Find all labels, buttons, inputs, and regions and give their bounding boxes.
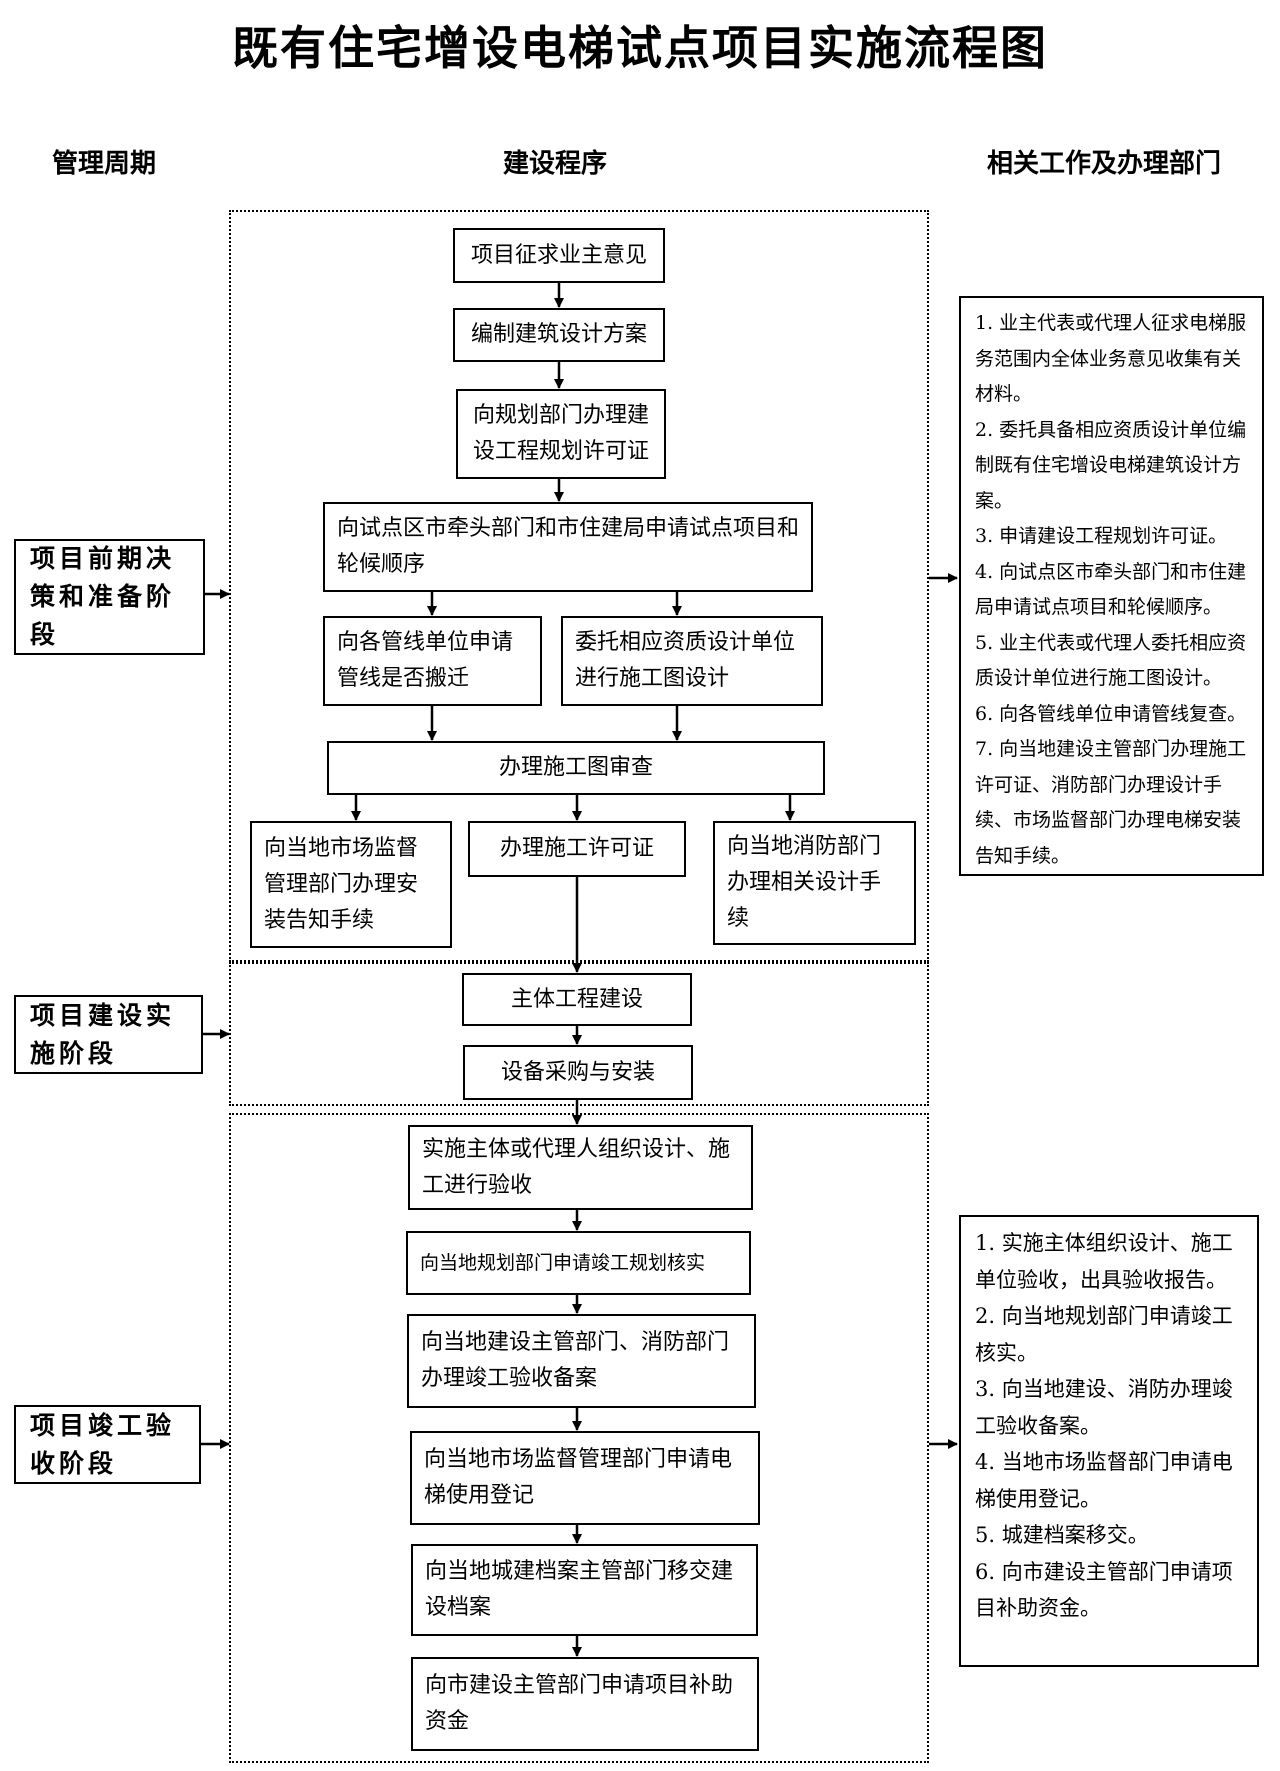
header-cycle: 管理周期 xyxy=(52,149,157,179)
step-main-construction: 主体工程建设 xyxy=(462,973,692,1026)
header-related: 相关工作及办理部门 xyxy=(987,149,1222,179)
step-elevator-registration: 向当地市场监督管理部门申请电梯使用登记 xyxy=(410,1431,760,1525)
note-item: 4. 当地市场监督部门申请电梯使用登记。 xyxy=(975,1450,1233,1511)
note-item: 6. 向各管线单位申请管线复查。 xyxy=(975,702,1247,725)
step-pipeline-relocation: 向各管线单位申请管线是否搬迁 xyxy=(323,616,542,706)
step-architectural-design: 编制建筑设计方案 xyxy=(453,308,665,362)
note-item: 1. 实施主体组织设计、施工单位验收，出具验收报告。 xyxy=(975,1231,1233,1292)
step-fire-design: 向当地消防部门办理相关设计手续 xyxy=(713,821,916,945)
note-item: 2. 向当地规划部门申请竣工核实。 xyxy=(975,1304,1233,1365)
note-item: 5. 业主代表或代理人委托相应资质设计单位进行施工图设计。 xyxy=(975,631,1247,690)
note-item: 6. 向市建设主管部门申请项目补助资金。 xyxy=(975,1559,1233,1621)
note-item: 3. 申请建设工程规划许可证。 xyxy=(975,525,1228,547)
step-equipment-install: 设备采购与安装 xyxy=(463,1045,693,1100)
stage-build: 项目建设实施阶段 xyxy=(14,995,203,1074)
stage-prep: 项目前期决策和准备阶段 xyxy=(14,539,205,655)
step-planning-verification: 向当地规划部门申请竣工规划核实 xyxy=(406,1231,751,1295)
page-title: 既有住宅增设电梯试点项目实施流程图 xyxy=(232,21,1048,75)
step-install-notification: 向当地市场监督管理部门办理安装告知手续 xyxy=(250,821,452,948)
step-solicit-owner-opinion: 项目征求业主意见 xyxy=(453,228,665,283)
note-item: 2. 委托具备相应资质设计单位编制既有住宅增设电梯建筑设计方案。 xyxy=(975,418,1247,512)
note-item: 1. 业主代表或代理人征求电梯服务范围内全体业务意见收集有关材料。 xyxy=(975,312,1247,405)
step-completion-filing: 向当地建设主管部门、消防部门办理竣工验收备案 xyxy=(407,1314,756,1408)
stage-accept: 项目竣工验收阶段 xyxy=(14,1405,201,1484)
notes-prep: 1. 业主代表或代理人征求电梯服务范围内全体业务意见收集有关材料。 2. 委托具… xyxy=(959,296,1264,876)
step-drawing-review: 办理施工图审查 xyxy=(327,741,825,795)
note-item: 4. 向试点区市牵头部门和市住建局申请试点项目和轮候顺序。 xyxy=(975,560,1247,619)
step-apply-pilot: 向试点区市牵头部门和市住建局申请试点项目和轮候顺序 xyxy=(323,502,813,592)
note-item: 5. 城建档案移交。 xyxy=(975,1523,1149,1547)
note-item: 7. 向当地建设主管部门办理施工许可证、消防部门办理设计手续、市场监督部门办理电… xyxy=(975,738,1247,867)
step-organize-acceptance: 实施主体或代理人组织设计、施工进行验收 xyxy=(408,1125,753,1210)
note-item: 3. 向当地建设、消防办理竣工验收备案。 xyxy=(975,1377,1233,1438)
phase-frame-prep xyxy=(229,210,929,962)
header-procedure: 建设程序 xyxy=(503,149,608,179)
step-archive-transfer: 向当地城建档案主管部门移交建设档案 xyxy=(411,1544,758,1636)
phase-frame-accept xyxy=(229,1113,929,1763)
step-construction-permit: 办理施工许可证 xyxy=(468,821,686,877)
step-subsidy-application: 向市建设主管部门申请项目补助资金 xyxy=(411,1657,759,1751)
notes-accept: 1. 实施主体组织设计、施工单位验收，出具验收报告。 2. 向当地规划部门申请竣… xyxy=(959,1215,1259,1667)
step-construction-drawing-design: 委托相应资质设计单位进行施工图设计 xyxy=(561,616,823,706)
step-planning-permit: 向规划部门办理建设工程规划许可证 xyxy=(456,389,666,479)
